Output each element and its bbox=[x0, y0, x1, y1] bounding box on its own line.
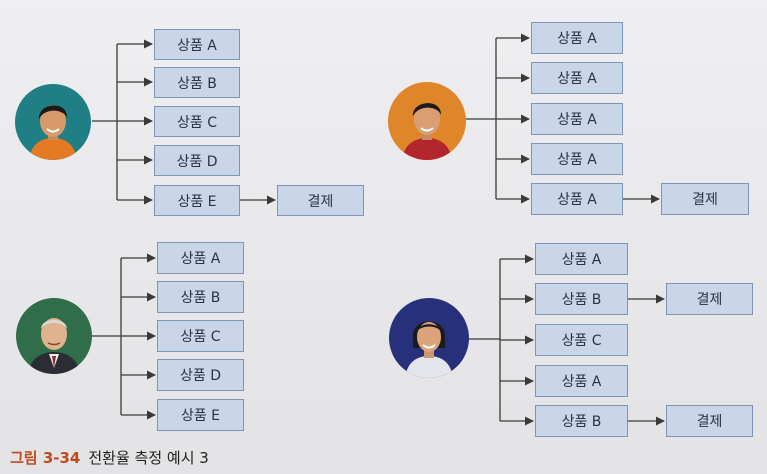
product-box: 상품 A bbox=[531, 103, 623, 135]
product-box: 상품 A bbox=[154, 29, 240, 60]
product-box: 상품 C bbox=[157, 320, 244, 352]
product-box: 상품 A bbox=[157, 242, 244, 274]
user-avatar-woman bbox=[389, 298, 469, 378]
product-box: 상품 E bbox=[157, 399, 244, 431]
product-box: 상품 E bbox=[154, 185, 240, 216]
product-box: 상품 D bbox=[157, 359, 244, 391]
checkout-box: 결제 bbox=[666, 283, 753, 315]
product-box: 상품 A bbox=[531, 22, 623, 54]
product-box: 상품 A bbox=[535, 243, 628, 275]
product-box: 상품 B bbox=[535, 405, 628, 437]
user-avatar-older-man bbox=[16, 298, 92, 374]
product-box: 상품 C bbox=[154, 106, 240, 137]
figure-number: 그림 3-34 bbox=[10, 449, 81, 467]
product-box: 상품 A bbox=[531, 183, 623, 215]
user-avatar-young-man bbox=[15, 84, 91, 160]
figure-caption: 그림 3-34 전환율 측정 예시 3 bbox=[10, 447, 209, 468]
product-box: 상품 A bbox=[531, 143, 623, 175]
product-box: 상품 A bbox=[535, 365, 628, 397]
connectors-user-4 bbox=[469, 254, 665, 426]
product-box: 상품 B bbox=[154, 67, 240, 98]
checkout-box: 결제 bbox=[277, 185, 364, 216]
user-avatar-man-red-shirt bbox=[388, 82, 466, 160]
product-box: 상품 B bbox=[535, 283, 628, 315]
connectors-user-2 bbox=[466, 33, 660, 204]
connectors-user-1 bbox=[92, 39, 276, 205]
checkout-box: 결제 bbox=[661, 183, 749, 215]
product-box: 상품 C bbox=[535, 324, 628, 356]
figure-title: 전환율 측정 예시 3 bbox=[88, 449, 209, 467]
product-box: 상품 B bbox=[157, 281, 244, 313]
checkout-box: 결제 bbox=[666, 405, 753, 437]
product-box: 상품 D bbox=[154, 145, 240, 176]
connectors-user-3 bbox=[92, 253, 156, 420]
product-box: 상품 A bbox=[531, 62, 623, 94]
